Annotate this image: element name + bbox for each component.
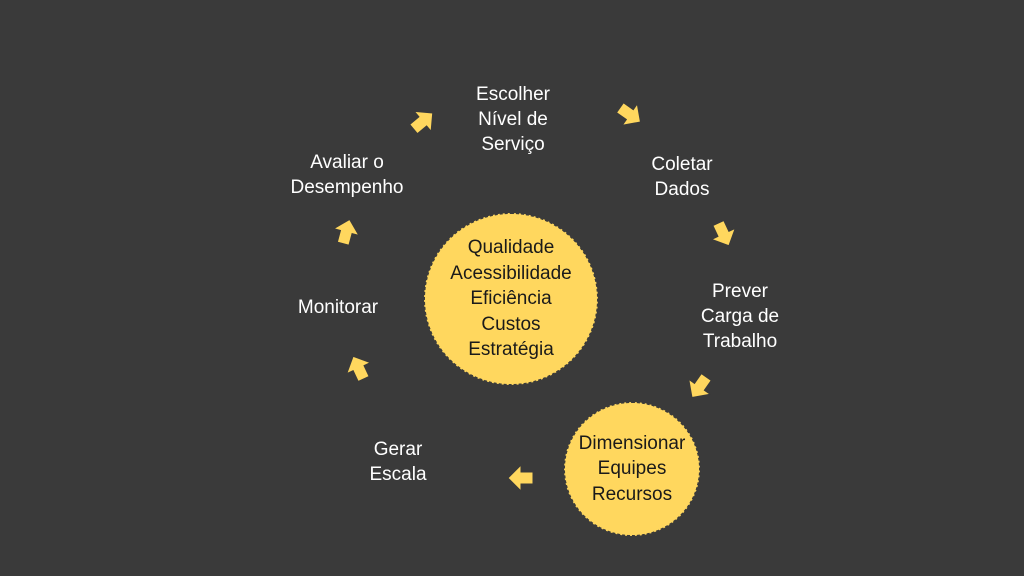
step-gerar-escala: Gerar Escala [369, 437, 426, 487]
step-escolher-nivel-servico: Escolher Nível de Serviço [476, 82, 550, 157]
center-item: Estratégia [468, 339, 554, 361]
step-line: Escolher [476, 84, 550, 105]
step-line: Coletar [651, 154, 713, 175]
arrow-icon [676, 362, 723, 409]
dimension-item: Dimensionar [578, 432, 686, 454]
arrow-icon [700, 210, 745, 255]
step-avaliar-desempenho: Avaliar o Desempenho [290, 150, 403, 200]
step-line: Prever [712, 281, 768, 302]
arrow-icon [325, 212, 367, 254]
arrow-icon [398, 98, 446, 146]
step-prever-carga: Prever Carga de Trabalho [701, 279, 779, 354]
step-monitorar: Monitorar [298, 295, 378, 320]
center-circle: Qualidade Acessibilidade Eficiência Cust… [424, 213, 598, 385]
center-item: Qualidade [467, 237, 555, 259]
step-line: Gerar [373, 439, 423, 460]
step-line: Escala [369, 464, 427, 485]
arrow-icon [505, 461, 539, 495]
step-line: Avaliar o [310, 152, 384, 173]
step-line: Dados [654, 179, 710, 200]
dimension-item: Equipes [597, 458, 667, 480]
step-coletar-dados: Coletar Dados [651, 152, 712, 202]
step-line: Carga de [700, 306, 780, 327]
dimension-item: Recursos [591, 483, 673, 505]
step-line: Desempenho [290, 177, 404, 198]
step-line: Trabalho [702, 331, 778, 352]
center-item: Eficiência [470, 288, 552, 310]
dimension-circle: Dimensionar Equipes Recursos [564, 402, 700, 536]
step-line: Monitorar [297, 297, 379, 318]
step-line: Nível de [478, 109, 548, 130]
center-item: Acessibilidade [450, 262, 572, 284]
arrow-icon [605, 90, 652, 137]
arrow-icon [336, 346, 381, 391]
center-item: Custos [481, 313, 541, 335]
step-line: Serviço [481, 134, 545, 155]
